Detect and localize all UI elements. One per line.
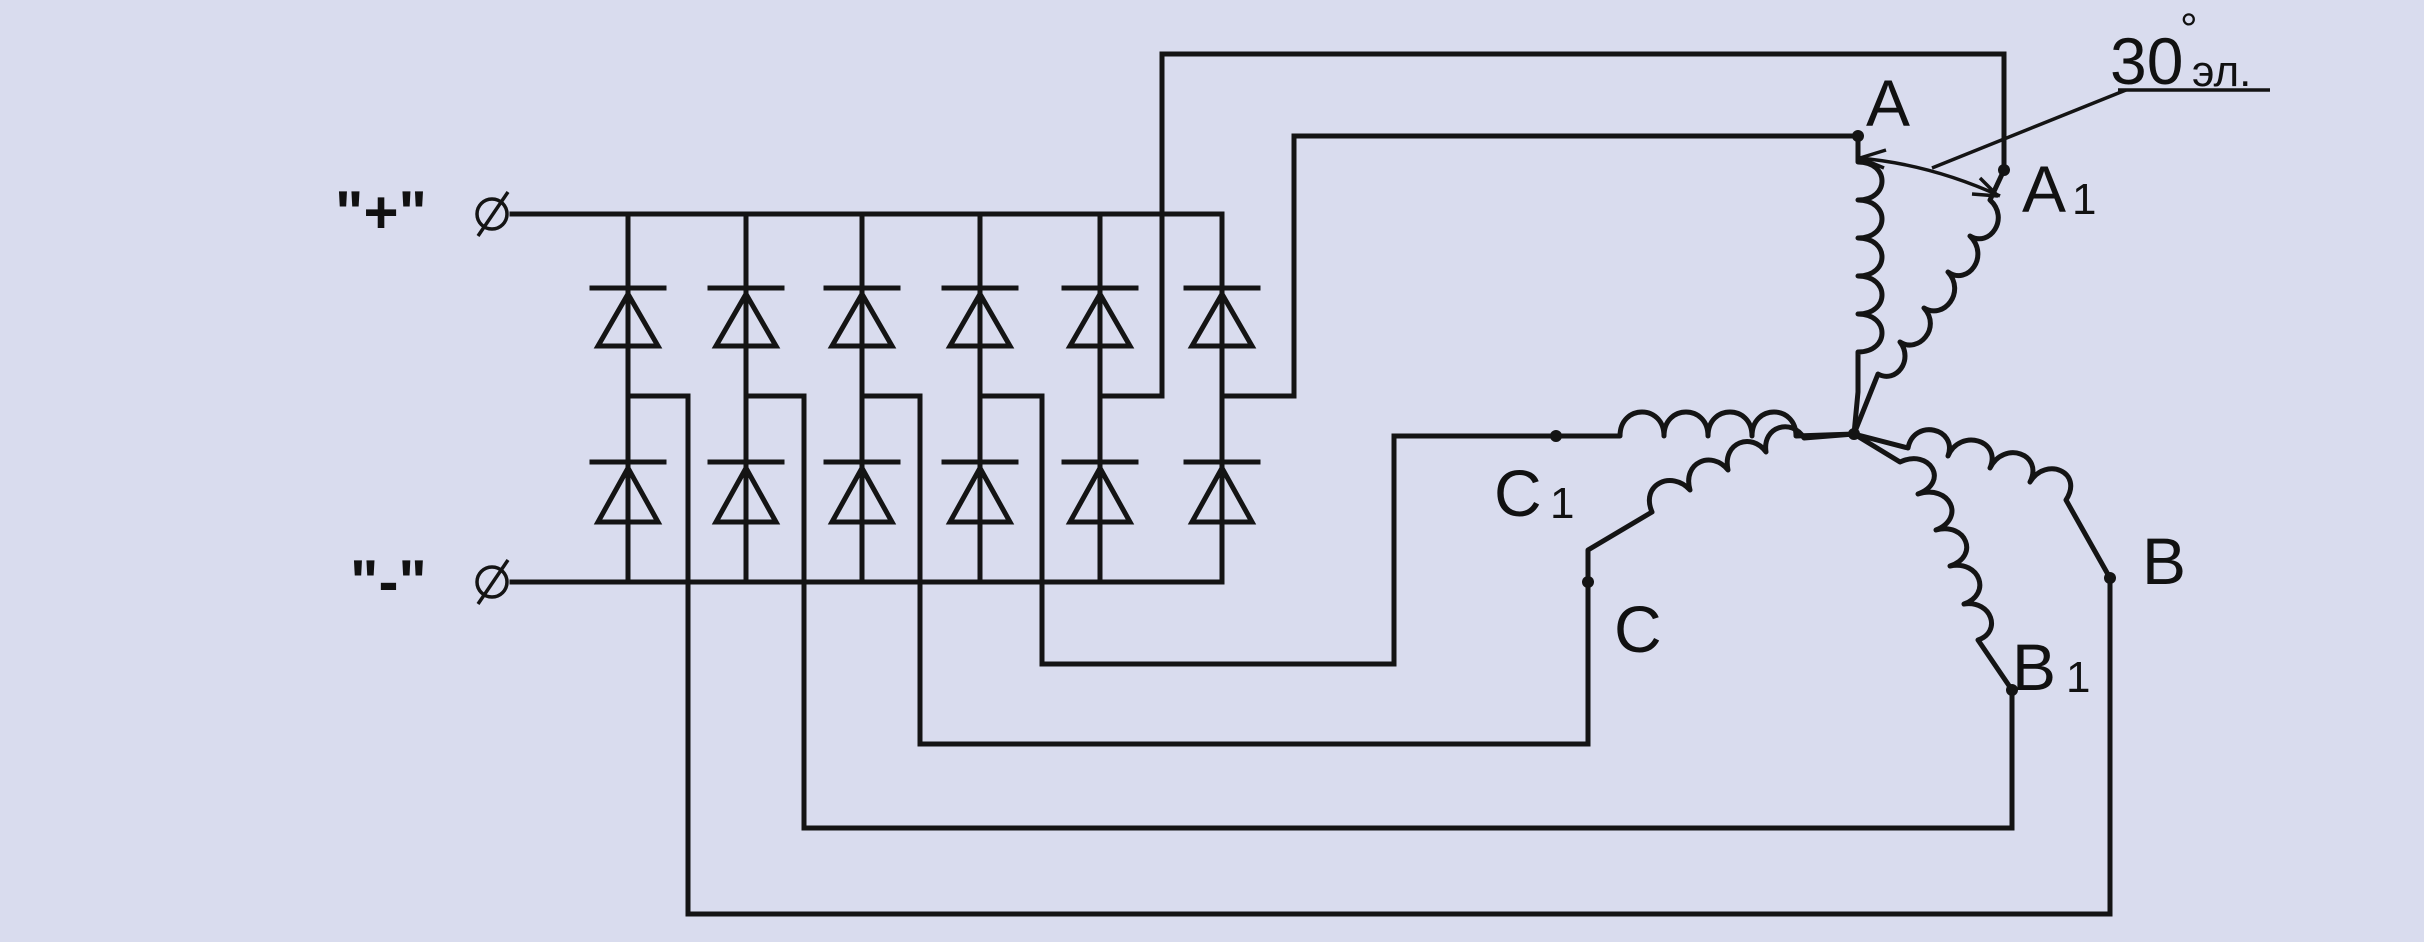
node-C1 — [1550, 430, 1562, 442]
diode-lower-6 — [1183, 459, 1261, 525]
svg-text:A: A — [2022, 152, 2066, 226]
winding-B1 — [1851, 431, 2015, 693]
angle-indicator — [1857, 88, 2270, 198]
wire-to-B — [625, 393, 2113, 917]
node-star-point — [1848, 428, 1860, 440]
svg-text:B: B — [2012, 630, 2056, 704]
angle-unit: эл. — [2192, 47, 2251, 96]
svg-text:C: C — [1494, 456, 1542, 530]
angle-leader-line — [1931, 88, 2127, 170]
label-C: C — [1614, 592, 1662, 666]
diode-lower-1 — [589, 459, 667, 525]
diode-lower-5 — [1061, 459, 1139, 525]
diode-upper-5 — [1061, 285, 1139, 349]
midpoint-wiring — [625, 51, 2113, 917]
diode-upper-4 — [941, 285, 1019, 349]
plus-terminal-icon — [475, 191, 510, 237]
node-B1 — [2006, 684, 2018, 696]
label-B1: B 1 — [2012, 630, 2090, 704]
diode-upper-3 — [823, 285, 901, 349]
angle-value: 30 — [2110, 24, 2183, 98]
lower-diode-row — [589, 459, 1261, 525]
diode-lower-3 — [823, 459, 901, 525]
connection-dots — [1550, 130, 2116, 696]
label-C1: C 1 — [1494, 456, 1574, 530]
wire-to-C — [859, 393, 1591, 747]
wire-to-A1 — [1097, 51, 2007, 399]
wire-to-C1 — [977, 393, 1559, 667]
angle-degree-mark: ° — [2180, 5, 2198, 54]
wire-to-A — [1219, 133, 1861, 399]
minus-terminal-label: "-" — [350, 548, 427, 615]
winding-A — [1851, 133, 1885, 437]
minus-terminal-icon — [475, 559, 510, 605]
svg-text:1: 1 — [1550, 479, 1574, 528]
wire-to-B1 — [743, 393, 2015, 831]
diode-upper-1 — [589, 285, 667, 349]
svg-text:1: 1 — [2072, 175, 2096, 224]
diode-lower-4 — [941, 459, 1019, 525]
node-B — [2104, 572, 2116, 584]
label-A: A — [1866, 66, 1910, 140]
angle-label: 30 ° эл. — [2110, 5, 2251, 98]
winding-B — [1851, 427, 2113, 581]
diode-lower-2 — [707, 459, 785, 525]
angle-arrow-right — [1971, 176, 2000, 198]
svg-text:1: 1 — [2066, 653, 2090, 702]
node-A1 — [1998, 164, 2010, 176]
node-A — [1852, 130, 1864, 142]
stator-windings — [1553, 133, 2113, 693]
plus-terminal-label: "+" — [335, 179, 427, 246]
winding-C1 — [1553, 409, 1857, 439]
angle-arc — [1857, 156, 2001, 198]
diode-upper-2 — [707, 285, 785, 349]
label-A1: A 1 — [2022, 152, 2096, 226]
angle-arrow-left — [1859, 148, 1887, 170]
diode-upper-6 — [1183, 285, 1261, 349]
winding-A1 — [1851, 167, 2007, 437]
node-C — [1582, 576, 1594, 588]
label-B: B — [2142, 524, 2186, 598]
winding-C — [1585, 424, 1857, 585]
upper-diode-row — [589, 285, 1261, 349]
